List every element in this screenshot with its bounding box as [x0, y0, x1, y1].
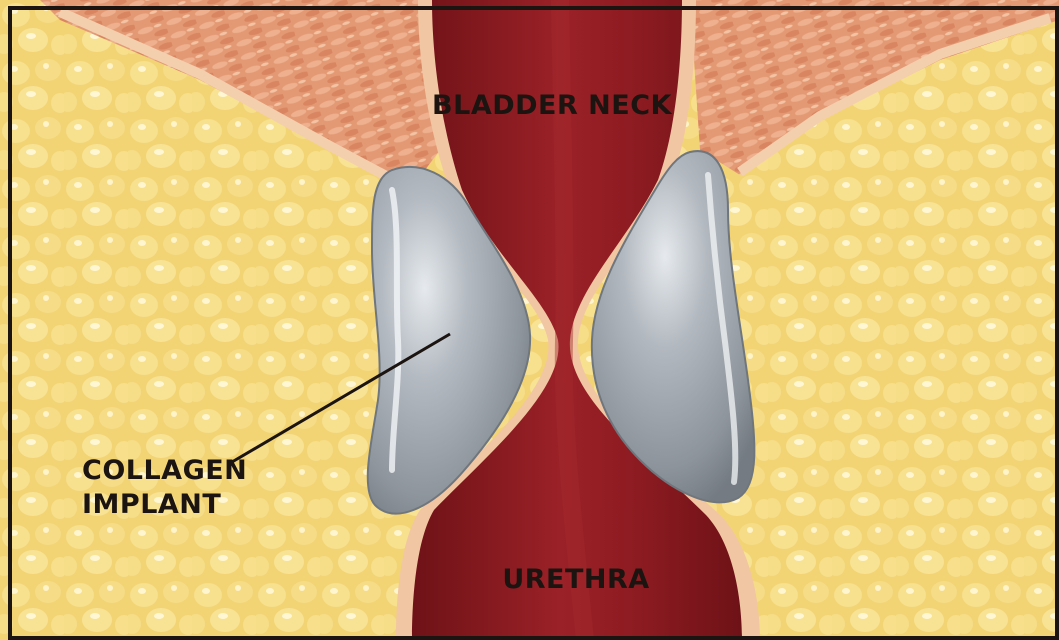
collagen-label: COLLAGEN: [82, 455, 247, 486]
urethra-label: URETHRA: [502, 564, 649, 595]
bladder-neck-label: BLADDER NECK: [432, 90, 672, 121]
implant-label: IMPLANT: [82, 489, 221, 520]
